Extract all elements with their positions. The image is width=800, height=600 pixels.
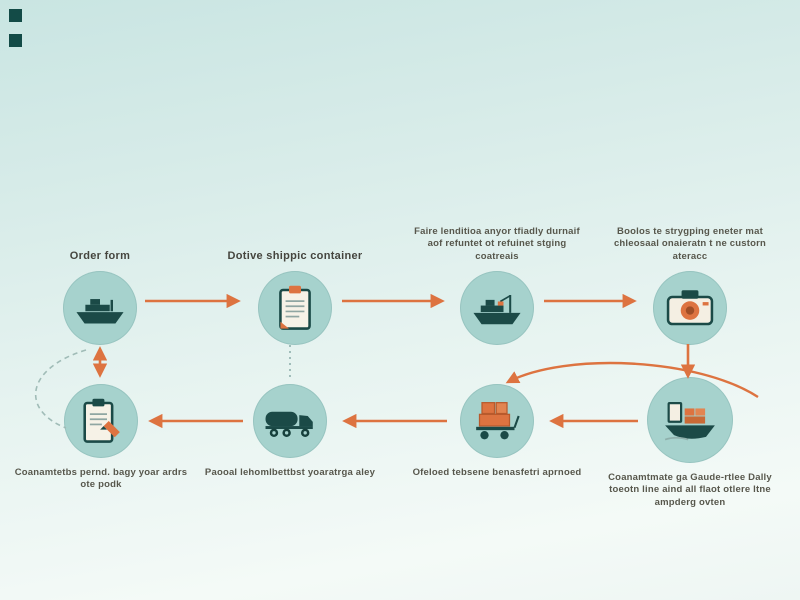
- step-customs-clearance: Boolos te strygping eneter mat chleosaal…: [595, 215, 785, 345]
- step-label: Faire lenditioa anyor tfiadly durnaif ao…: [414, 225, 580, 262]
- step-label: Paooal lehomlbettbst yoaratrga aley: [204, 467, 376, 478]
- step-confirm-order: Coanamtetbs pernd. bagy yoar ardrs ote p…: [6, 384, 196, 492]
- step-icon-circle: [653, 271, 727, 345]
- tanker-truck-icon: [265, 411, 313, 438]
- step-icon-circle: [460, 271, 534, 345]
- container-ship-bow-icon: [664, 402, 715, 441]
- step-order-form: Order form: [5, 215, 195, 345]
- step-icon-circle: [258, 271, 332, 345]
- step-label: Ofeloed tebsene benasfetri aprnoed: [412, 467, 582, 478]
- step-freight-booking: Faire lenditioa anyor tfiadly durnaif ao…: [402, 215, 592, 345]
- step-unload-cargo: Ofeloed tebsene benasfetri aprnoed: [402, 384, 592, 479]
- step-icon-circle: [253, 384, 327, 458]
- step-label: Boolos te strygping eneter mat chleosaal…: [613, 225, 767, 262]
- step-label: Coanamtetbs pernd. bagy yoar ardrs ote p…: [14, 467, 188, 491]
- clipboard-pencil-icon: [83, 398, 120, 443]
- corner-square-2: [9, 34, 22, 47]
- step-label: Dotive shippic container: [227, 249, 363, 262]
- cargo-cart-icon: [476, 402, 520, 440]
- step-icon-circle: [64, 384, 138, 458]
- step-delivery-transport: Paooal lehomlbettbst yoaratrga aley: [195, 384, 385, 479]
- clipboard-icon: [279, 285, 311, 330]
- step-final-shipment: Coanamtmate ga Gaude-rtlee Dally toeotn …: [595, 377, 785, 509]
- cargo-ship-icon: [76, 299, 124, 324]
- step-icon-circle: [63, 271, 137, 345]
- step-label: Coanamtmate ga Gaude-rtlee Dally toeotn …: [608, 472, 772, 508]
- cargo-ship-crane-icon: [473, 295, 521, 325]
- step-label: Order form: [69, 249, 131, 262]
- step-shipping-container-doc: Dotive shippic container: [200, 215, 390, 345]
- step-icon-circle: [460, 384, 534, 458]
- step-icon-circle: [647, 377, 733, 463]
- corner-square-1: [9, 9, 22, 22]
- scanner-camera-icon: [666, 290, 714, 326]
